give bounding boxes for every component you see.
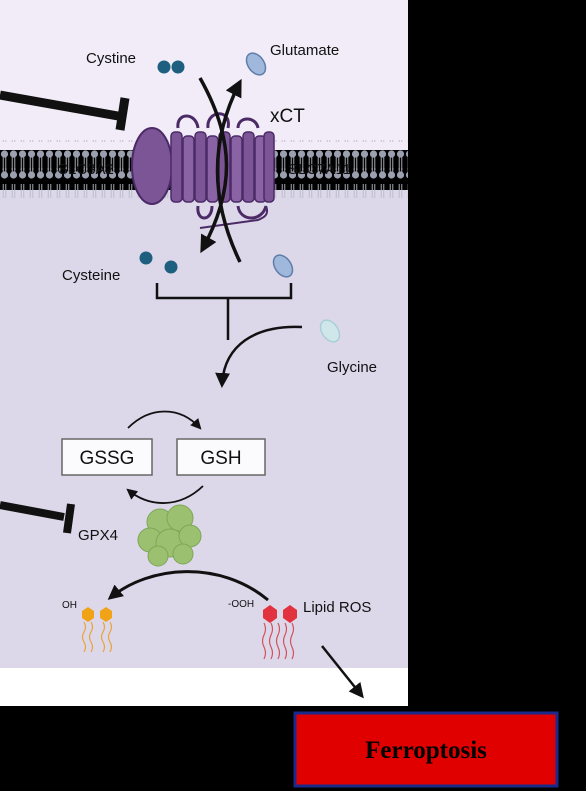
ferroptosis-box	[293, 711, 559, 788]
cystine-label: Cystine	[86, 50, 136, 67]
gsh-to-gssg-arrow	[126, 485, 204, 504]
intracellular-glutamate-icon	[272, 254, 294, 278]
cystine-molecule-icon	[157, 60, 185, 74]
gssg-box	[61, 438, 153, 476]
cysteine-label: Cysteine	[62, 267, 120, 284]
cell-bottom-margin	[0, 668, 408, 706]
gsh-label: GSH	[200, 448, 241, 469]
glutamate-label: Glutamate	[270, 42, 339, 59]
gssg-label: GSSG	[80, 448, 135, 469]
gsh-synthesis-arrow	[215, 325, 303, 388]
glycine-label: Glycine	[327, 359, 377, 376]
xct-label: xCT	[270, 106, 305, 127]
lipid-alcohol-icon	[81, 607, 113, 653]
combination-bracket	[155, 283, 293, 340]
extracellular-space	[0, 0, 408, 150]
oh-label: OH	[62, 600, 77, 611]
slc7a11-label: SLC7A11	[288, 161, 351, 178]
glutamate-export-arrow	[215, 78, 242, 263]
glutamate-molecule-icon	[245, 52, 267, 76]
slc3a2-inhibition-icon	[0, 90, 130, 131]
ooh-label: -OOH	[228, 599, 254, 610]
slc3a2-protein	[131, 127, 173, 205]
lipid-ros-icon	[261, 605, 297, 660]
lipid-reduction-arrow	[107, 570, 269, 602]
ferroptosis-label: Ferroptosis	[365, 737, 487, 764]
gpx4-label: GPX4	[78, 527, 118, 544]
gssg-to-gsh-arrow	[127, 410, 202, 430]
cystine-import-arrow	[198, 77, 229, 254]
cysteine-molecule-icon	[139, 251, 178, 274]
intracellular-space	[0, 190, 408, 668]
gpx4-protein-icon	[137, 504, 202, 567]
ferroptosis-arrow	[321, 645, 364, 699]
lipid-ros-label: Lipid ROS	[303, 599, 371, 616]
gpx4-inhibition-icon	[0, 501, 75, 534]
slc7a11-protein	[170, 112, 275, 229]
slc3a2-label: SLC3A2	[58, 161, 114, 178]
gsh-box	[176, 438, 266, 476]
glycine-molecule-icon	[319, 319, 341, 343]
